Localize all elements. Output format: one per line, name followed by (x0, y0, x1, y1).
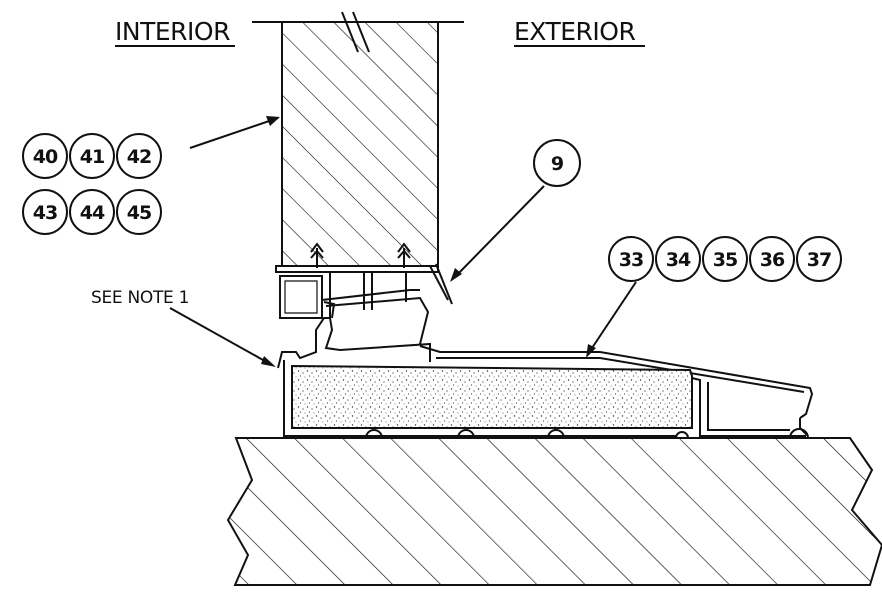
callout-group-sill: 33 34 35 36 37 (608, 236, 842, 282)
callout-45: 45 (127, 202, 151, 224)
callout-43: 43 (33, 202, 57, 224)
callout-36: 36 (760, 249, 785, 271)
leader-lines (169, 116, 637, 367)
foam-insulation (291, 364, 693, 429)
callout-41: 41 (80, 146, 104, 168)
sill-profile (277, 296, 814, 437)
callout-40: 40 (33, 146, 58, 168)
callout-37: 37 (807, 249, 831, 271)
callout-group-weatherstrip: 9 (533, 139, 581, 187)
callout-42: 42 (127, 146, 151, 168)
see-note-label: SEE NOTE 1 (91, 288, 189, 308)
break-mark (341, 11, 370, 53)
callout-34: 34 (666, 249, 691, 271)
callout-44: 44 (80, 202, 105, 224)
callout-9: 9 (551, 153, 563, 175)
glass-panel (281, 21, 439, 267)
substrate (226, 437, 882, 586)
sash-profile (275, 263, 453, 319)
sealant-beads (365, 428, 809, 439)
callout-33: 33 (619, 249, 643, 271)
callout-35: 35 (713, 249, 737, 271)
exterior-label: EXTERIOR (514, 17, 635, 46)
interior-label: INTERIOR (115, 17, 230, 46)
setting-block-arrows (310, 242, 411, 268)
callout-group-glass: 40 41 42 43 44 45 (22, 133, 162, 235)
